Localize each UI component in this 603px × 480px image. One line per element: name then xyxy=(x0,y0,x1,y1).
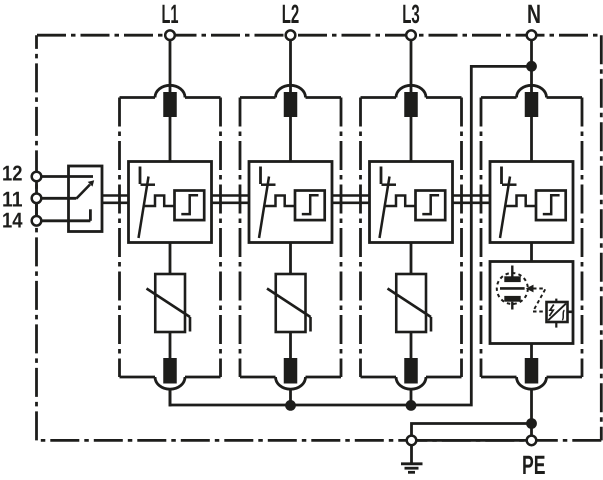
svg-text:12: 12 xyxy=(2,162,23,186)
svg-text:L1: L1 xyxy=(162,0,179,29)
svg-text:11: 11 xyxy=(2,187,23,211)
svg-text:14: 14 xyxy=(2,208,23,232)
svg-text:N: N xyxy=(527,0,541,29)
svg-text:L3: L3 xyxy=(402,0,420,29)
svg-text:L2: L2 xyxy=(282,0,300,29)
svg-text:PE: PE xyxy=(522,450,546,480)
